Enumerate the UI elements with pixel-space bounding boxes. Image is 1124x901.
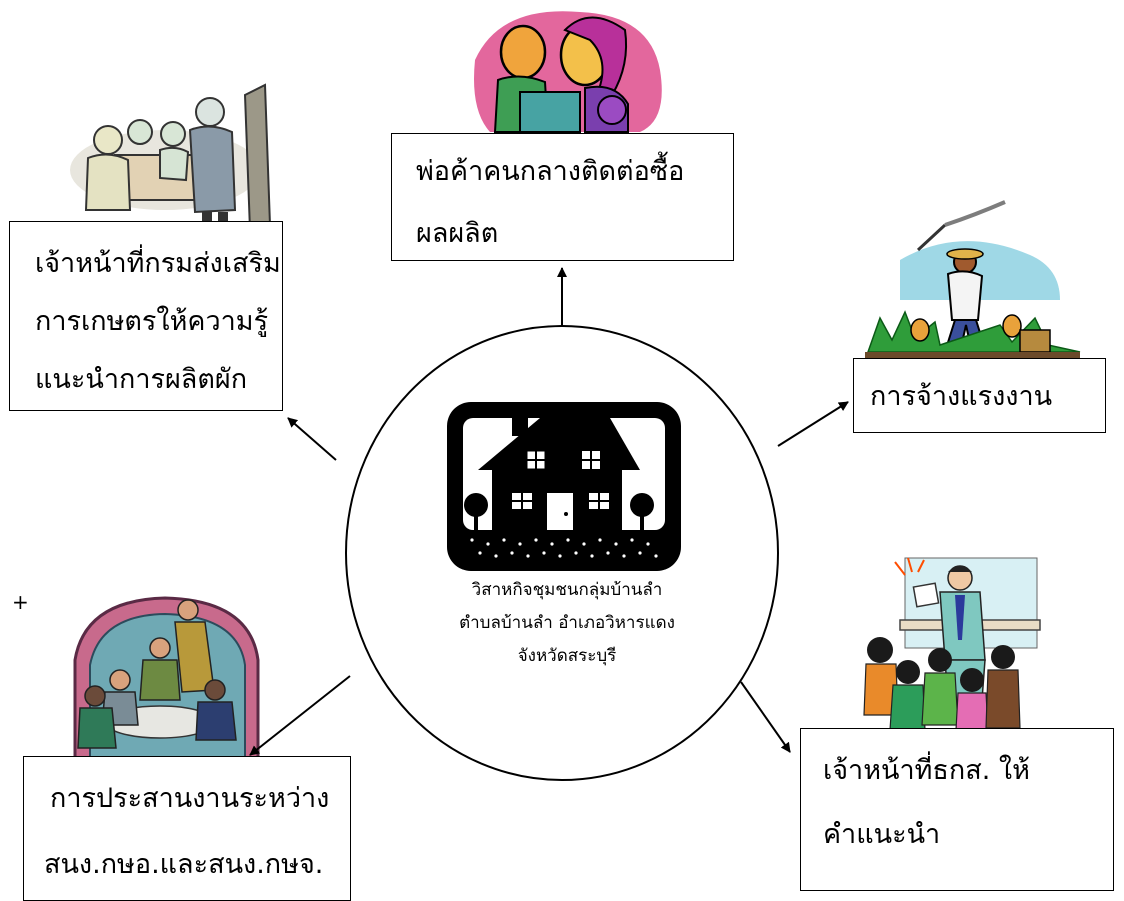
arrow-to-baac: [740, 681, 791, 753]
labor-line1: การจ้างแรงงาน: [870, 381, 1053, 412]
center-line1: วิสาหกิจชุมชนกลุ่มบ้านลำ: [471, 580, 663, 600]
extension-line3: แนะนำการผลิตผัก: [35, 364, 248, 395]
arrow-to-coordination: [249, 675, 351, 756]
trade-handshake-clipart-icon: [474, 11, 662, 133]
extension-line1: เจ้าหน้าที่กรมส่งเสริม: [35, 248, 281, 279]
coordination-line1: การประสานงานระหว่าง: [50, 783, 330, 814]
extension-line2: การเกษตรให้ความรู้: [35, 306, 269, 337]
coordination-line2: สนง.กษอ.และสนง.กษจ.: [44, 849, 324, 880]
baac-line1: เจ้าหน้าที่ธกส. ให้: [823, 755, 1030, 786]
conference-clipart-icon: [73, 596, 260, 762]
baac-box: เจ้าหน้าที่ธกส. ให้ คำแนะนำ: [800, 728, 1114, 891]
arrow-to-labor: [777, 401, 849, 447]
house-icon: [447, 402, 681, 571]
plus-marker: +: [12, 590, 29, 614]
baac-line2: คำแนะนำ: [823, 819, 941, 850]
presenter-audience-clipart-icon: [863, 557, 1041, 731]
meeting-clipart-icon: [70, 83, 272, 232]
center-line3: จังหวัดสระบุรี: [517, 646, 617, 666]
farmer-harvest-clipart-icon: [865, 200, 1081, 358]
labor-box: การจ้างแรงงาน: [853, 358, 1106, 433]
center-line2: ตำบลบ้านลำ อำเภอวิหารแดง: [459, 613, 675, 633]
arrow-to-extension: [287, 417, 337, 461]
coordination-box: การประสานงานระหว่าง สนง.กษอ.และสนง.กษจ.: [23, 756, 351, 901]
middleman-box: พ่อค้าคนกลางติดต่อซื้อ ผลผลิต: [391, 133, 734, 261]
middleman-line2: ผลผลิต: [416, 218, 499, 249]
extension-box: เจ้าหน้าที่กรมส่งเสริม การเกษตรให้ความรู…: [9, 221, 283, 411]
middleman-line1: พ่อค้าคนกลางติดต่อซื้อ: [416, 156, 685, 187]
